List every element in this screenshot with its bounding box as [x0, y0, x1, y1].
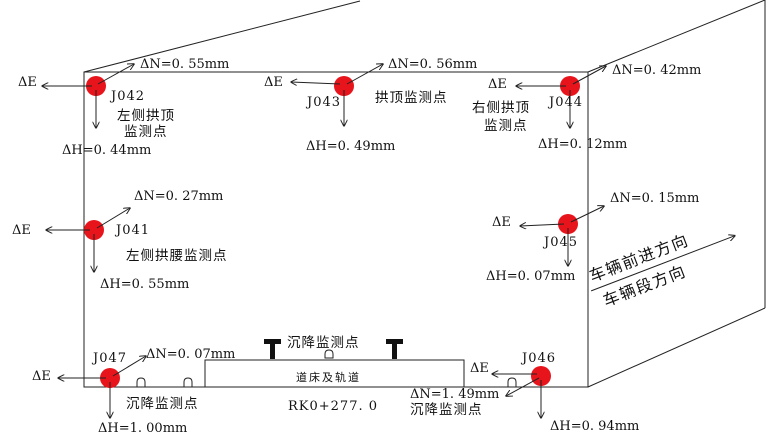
j043-name: 拱顶监测点 — [375, 90, 448, 106]
point-j043[interactable] — [291, 64, 383, 126]
j044-dn: ΔN=0. 42mm — [612, 63, 701, 78]
direction-indicator: 车辆前进方向 车辆段方向 — [587, 230, 744, 310]
j042-de: ΔE — [18, 75, 37, 90]
j045-id: J045 — [542, 235, 578, 250]
j043-dh: ΔH=0. 49mm — [306, 139, 395, 154]
red-dot-icon — [84, 220, 104, 240]
settlement-left-label: 沉降监测点 — [126, 396, 199, 412]
j042-dn: ΔN=0. 55mm — [140, 57, 229, 72]
j042-name-1: 左侧拱顶 — [117, 108, 175, 124]
point-j041[interactable] — [46, 208, 130, 272]
point-j042[interactable] — [42, 64, 134, 128]
rail-left-icon — [264, 339, 281, 359]
red-dot-icon — [334, 76, 354, 96]
j045-dh: ΔH=0. 07mm — [486, 269, 575, 284]
track-bed — [204, 359, 465, 387]
settlement-top-label: 沉降监测点 — [287, 335, 360, 351]
j045-dn: ΔN=0. 15mm — [610, 191, 699, 206]
j044-dh: ΔH=0. 12mm — [538, 137, 627, 152]
red-dot-icon — [558, 214, 578, 234]
point-j047[interactable] — [58, 356, 146, 418]
red-dot-icon — [560, 76, 580, 96]
j047-id: J047 — [91, 351, 127, 366]
j047-dn: ΔN=0. 07mm — [146, 347, 235, 362]
point-j045[interactable] — [520, 206, 604, 266]
j043-id: J043 — [305, 95, 341, 110]
j046-de: ΔE — [470, 361, 489, 376]
point-j044[interactable] — [516, 66, 606, 128]
point-j046[interactable] — [492, 366, 551, 418]
settlement-bolt-icon — [136, 349, 517, 387]
j042-id: J042 — [109, 89, 145, 104]
j045-de: ΔE — [492, 215, 511, 230]
j043-dn: ΔN=0. 56mm — [388, 57, 477, 72]
station-chainage: RK0+277. 0 — [288, 399, 378, 414]
settlement-right-label: 沉降监测点 — [410, 402, 483, 418]
j046-dn: ΔN=1. 49mm — [410, 387, 499, 402]
red-dot-icon — [100, 368, 120, 388]
j044-name-1: 右侧拱顶 — [472, 100, 530, 116]
j041-name: 左侧拱腰监测点 — [126, 248, 228, 264]
j044-de: ΔE — [488, 77, 507, 92]
rail-right-icon — [386, 339, 403, 359]
j041-id: J041 — [114, 223, 150, 238]
direction-arrow-icon — [590, 236, 735, 292]
j044-id: J044 — [547, 95, 583, 110]
j041-de: ΔE — [12, 223, 31, 238]
tunnel-top-right-edge — [587, 0, 766, 73]
red-dot-icon — [531, 366, 551, 386]
track-bed-label: 道床及轨道 — [296, 370, 361, 384]
j047-dh: ΔH=1. 00mm — [98, 421, 187, 436]
tunnel-bottom-right-edge — [587, 307, 766, 388]
j043-de: ΔE — [264, 75, 283, 90]
j046-dh: ΔH=0. 94mm — [550, 419, 639, 434]
j041-dh: ΔH=0. 55mm — [100, 277, 189, 292]
j047-de: ΔE — [32, 369, 51, 384]
tunnel-top-left-edge — [83, 0, 361, 73]
j041-dn: ΔN=0. 27mm — [134, 189, 223, 204]
j042-name-2: 监测点 — [124, 124, 168, 140]
j046-id: J046 — [520, 351, 556, 366]
j042-dh: ΔH=0. 44mm — [62, 143, 151, 158]
red-dot-icon — [86, 76, 106, 96]
j044-name-2: 监测点 — [484, 118, 528, 134]
